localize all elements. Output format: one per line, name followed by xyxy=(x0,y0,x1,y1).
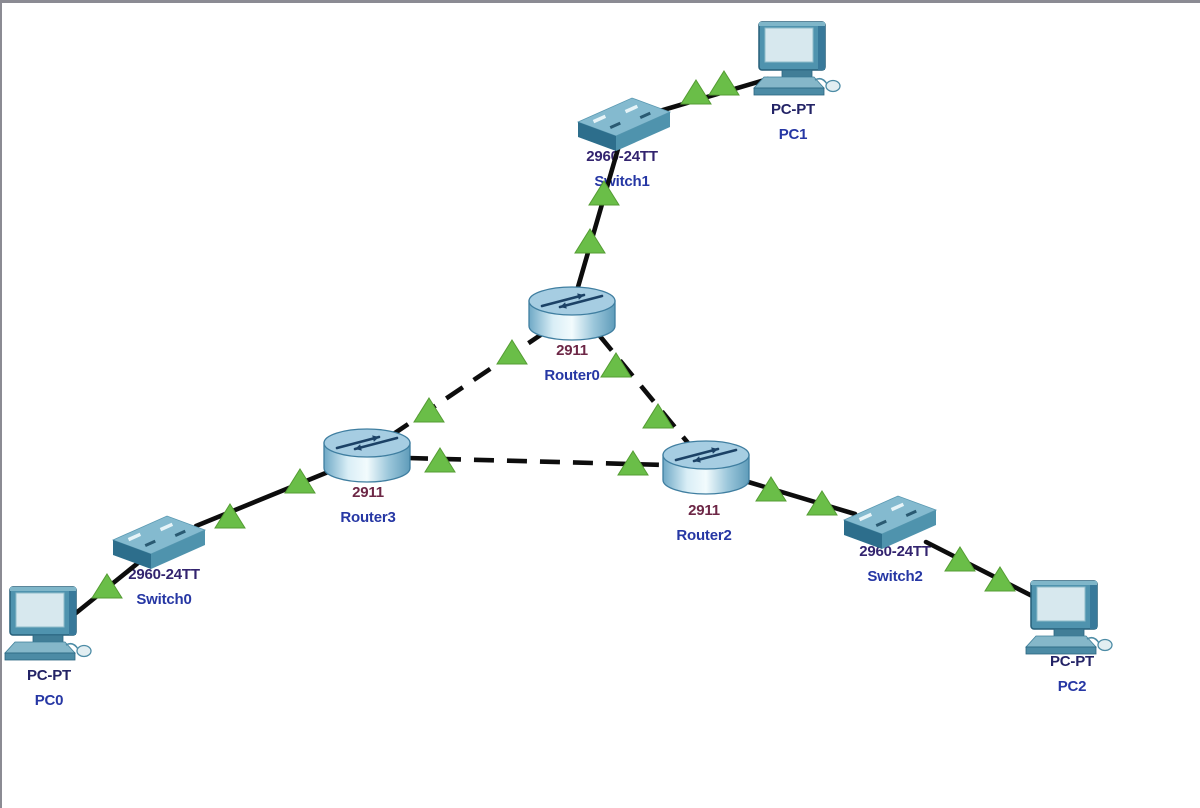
router3-model-label: 2911 xyxy=(352,484,384,501)
router-icon-router2[interactable] xyxy=(662,440,750,495)
pc2-model-label: PC-PT xyxy=(1050,653,1094,670)
cable-switch2-pc2[interactable] xyxy=(923,539,1049,606)
switch0-name-label: Switch0 xyxy=(136,591,191,608)
cable-router3-router2[interactable] xyxy=(407,455,668,468)
pc-icon-pc0[interactable] xyxy=(4,586,92,661)
link-status-triangle xyxy=(755,476,787,502)
pc1-name-label: PC1 xyxy=(779,126,808,143)
link-status-triangle xyxy=(588,180,620,206)
topology-canvas: 2960-24TTSwitch1PC-PTPC12911Router02911R… xyxy=(4,21,1113,709)
link-status-triangle xyxy=(91,573,123,599)
cable-switch1-router0[interactable] xyxy=(575,146,621,290)
pc-icon-pc2[interactable] xyxy=(1025,580,1113,655)
switch1-model-label: 2960-24TT xyxy=(586,148,658,165)
router2-name-label: Router2 xyxy=(676,527,731,544)
cable-router2-switch2[interactable] xyxy=(742,478,858,517)
link-status-triangle xyxy=(214,503,246,529)
icons-layer xyxy=(4,21,1113,661)
link-status-triangle xyxy=(574,228,606,254)
cable-router3-switch0[interactable] xyxy=(193,467,336,529)
switch2-model-label: 2960-24TT xyxy=(859,543,931,560)
switch-icon-switch0[interactable] xyxy=(111,515,207,569)
router0-name-label: Router0 xyxy=(544,367,599,384)
link-status-triangle xyxy=(617,450,649,476)
pc0-model-label: PC-PT xyxy=(27,667,71,684)
link-status-triangle xyxy=(413,397,445,423)
cable-router0-router3[interactable] xyxy=(384,330,547,441)
labels-layer: 2960-24TTSwitch1PC-PTPC12911Router02911R… xyxy=(27,101,1094,709)
link-status-triangle xyxy=(708,70,740,96)
router3-name-label: Router3 xyxy=(340,509,395,526)
switch-icon-switch2[interactable] xyxy=(842,495,938,549)
cable-router0-router2[interactable] xyxy=(597,333,690,445)
link-status-triangle xyxy=(424,447,456,473)
pc1-model-label: PC-PT xyxy=(771,101,815,118)
router0-model-label: 2911 xyxy=(556,342,588,359)
link-status-triangle xyxy=(642,403,674,429)
switch-icon-switch1[interactable] xyxy=(576,97,672,151)
switch2-name-label: Switch2 xyxy=(867,568,922,585)
router-icon-router0[interactable] xyxy=(528,286,616,341)
indicators-layer xyxy=(91,70,1016,599)
pc0-name-label: PC0 xyxy=(35,692,64,709)
router-icon-router3[interactable] xyxy=(323,428,411,483)
link-status-triangle xyxy=(284,468,316,494)
link-status-triangle xyxy=(600,352,632,378)
link-status-triangle xyxy=(806,490,838,516)
link-status-triangle xyxy=(680,79,712,105)
links-layer xyxy=(73,76,1049,616)
link-status-triangle xyxy=(944,546,976,572)
pc-icon-pc1[interactable] xyxy=(753,21,841,96)
link-status-triangle xyxy=(496,339,528,365)
link-status-triangle xyxy=(984,566,1016,592)
pc2-name-label: PC2 xyxy=(1058,678,1087,695)
switch0-model-label: 2960-24TT xyxy=(128,566,200,583)
cable-pc1-switch1[interactable] xyxy=(650,76,771,116)
router2-model-label: 2911 xyxy=(688,502,720,519)
